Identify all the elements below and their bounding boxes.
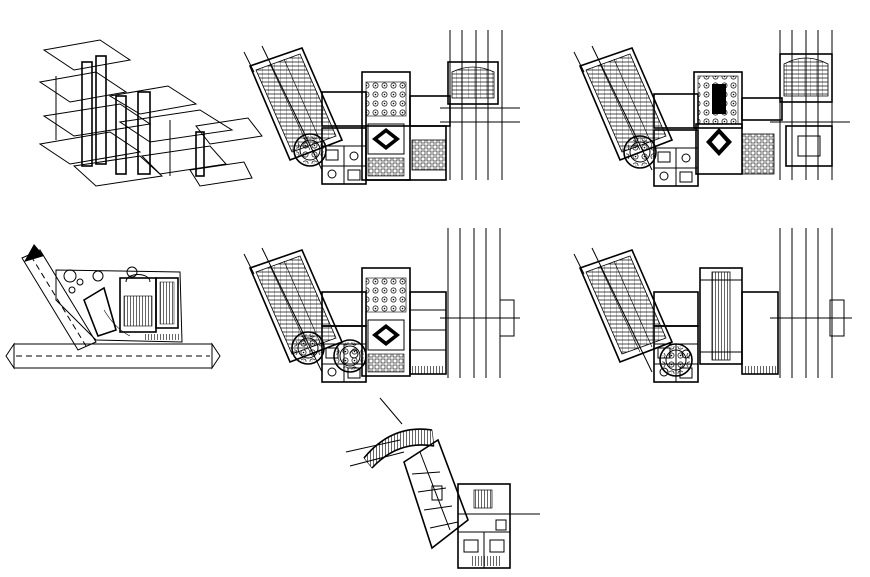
isometric-massing-view — [38, 39, 263, 187]
floor-plan-2 — [573, 29, 850, 187]
floor-plan-4 — [573, 227, 852, 383]
floor-plan-1 — [243, 29, 520, 185]
floor-plan-3 — [243, 227, 520, 383]
floor-plan-5 — [345, 397, 540, 569]
site-plan — [5, 244, 221, 370]
